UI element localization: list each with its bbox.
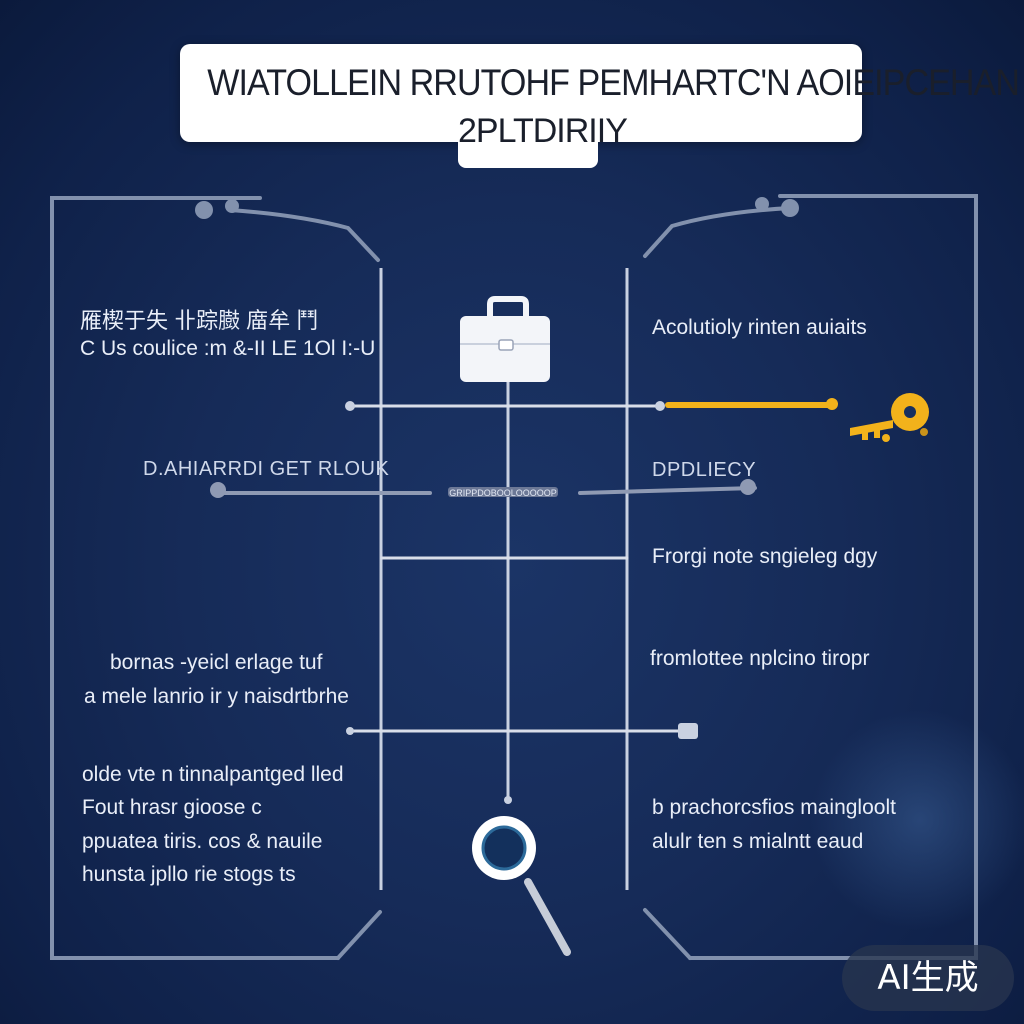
right-label1: DPDLIECY — [652, 459, 757, 481]
briefcase-icon — [460, 296, 550, 382]
left-block2-line2: a mele lanrio ir y naisdrtbrhe — [84, 685, 349, 708]
magnifier-icon — [472, 816, 571, 956]
right-block3: fromlottee nplcino tiropr — [650, 647, 870, 670]
key-icon — [665, 393, 929, 442]
left-block3-line2: Fout hrasr gioose c — [82, 796, 262, 819]
title-line-2: 2PLTDIRIIY — [458, 112, 628, 150]
left-label1: D.AHIARRDI GET RLOUK — [143, 458, 390, 480]
left-block3-line1: olde vte n tinnalpantged lled — [82, 763, 344, 786]
horizontal-lines — [348, 404, 692, 733]
stem-end-dot — [504, 796, 512, 804]
title-line-1: WIATOLLEIN RRUTOHF PEMHARTC'N AOIEIPCEHA… — [207, 62, 1020, 103]
left-block1-line2: C Us coulice :m &-II LE 1Ol I:-U — [80, 337, 376, 360]
title-tab — [458, 120, 598, 168]
left-block3-line3: ppuatea tiris. cos & nauile — [82, 830, 323, 853]
right-block4-line1: b prachorcsfios maingloolt — [652, 796, 896, 819]
right-block1: Acolutioly rinten auiaits — [652, 316, 867, 339]
left-block3-line4: hunsta jpllo rie stogs ts — [82, 863, 296, 886]
left-block2-line1: bornas -yeicl erlage tuf — [110, 651, 323, 674]
right-block4-line2: alulr ten s mialntt eaud — [652, 830, 864, 853]
right-block2: Frorgi note sngieleg dgy — [652, 545, 878, 568]
connector-text: GRIPPDOBOOLOOOOOP — [449, 488, 557, 498]
left-frame — [50, 196, 382, 960]
middle-connector — [210, 479, 757, 498]
right-frame — [643, 194, 978, 960]
horizontal-line-ends — [345, 401, 698, 739]
right-frame-knobs — [755, 197, 799, 217]
decorative-glow — [810, 710, 1024, 930]
ai-generated-badge: AI生成 — [842, 945, 1014, 1011]
left-frame-knobs — [195, 199, 239, 219]
left-block1-line1: 雁楔于失 卝踪臌 庿牟 鬥 — [80, 308, 319, 333]
